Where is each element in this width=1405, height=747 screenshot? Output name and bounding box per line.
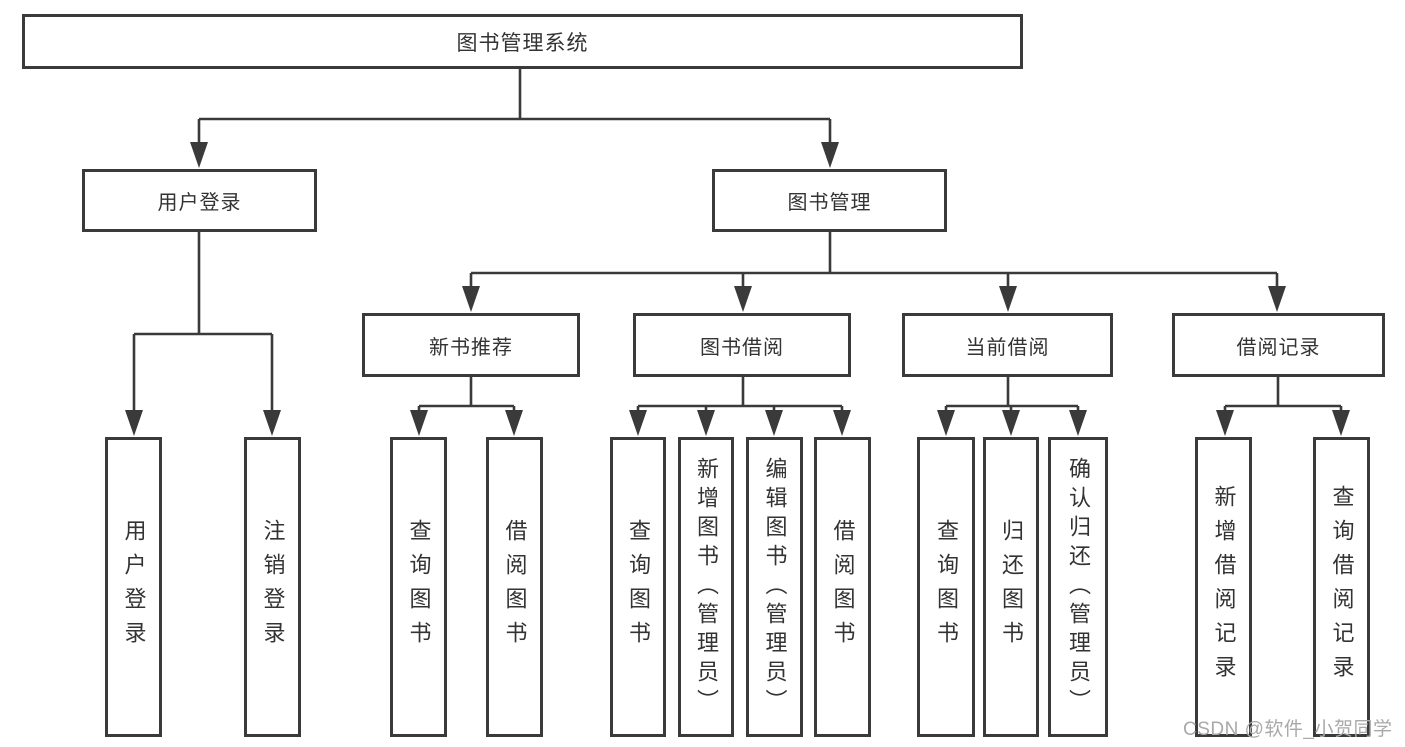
leaf-add-borrow-record: 新增借阅记录: [1195, 437, 1252, 737]
leaf-edit-book-admin: 编辑图书（管理员）: [746, 437, 803, 737]
leaf-label: 用户登录: [121, 519, 147, 655]
csdn-watermark: CSDN @软件_小贺同学: [1183, 719, 1393, 740]
node-current-borrowing: 当前借阅: [902, 313, 1113, 377]
leaf-label: 查询图书: [934, 519, 959, 655]
leaf-label: 确认归还（管理员）: [1066, 456, 1091, 718]
leaf-query-borrow-record: 查询借阅记录: [1313, 437, 1370, 737]
leaf-query-book: 查询图书: [610, 437, 666, 737]
node-label: 新书推荐: [429, 336, 513, 359]
leaf-label: 注销登录: [260, 519, 286, 655]
leaf-label: 归还图书: [999, 519, 1024, 655]
leaf-confirm-return-admin: 确认归还（管理员）: [1048, 437, 1108, 737]
leaf-label: 查询图书: [626, 519, 651, 655]
leaf-borrow-book: 借阅图书: [814, 437, 871, 737]
node-borrowing-records: 借阅记录: [1172, 313, 1385, 377]
node-label: 当前借阅: [965, 336, 1050, 359]
node-label: 图书借阅: [700, 336, 784, 359]
node-label: 图书管理系统: [456, 31, 589, 55]
leaf-label: 查询图书: [406, 519, 432, 655]
node-root-system: 图书管理系统: [22, 14, 1023, 69]
leaf-label: 借阅图书: [830, 519, 856, 655]
leaf-return-book: 归还图书: [983, 437, 1039, 737]
node-book-management: 图书管理: [712, 169, 947, 232]
node-book-borrowing: 图书借阅: [633, 313, 851, 377]
node-label: 图书管理: [787, 192, 872, 214]
node-new-book-recommendation: 新书推荐: [362, 313, 580, 377]
leaf-label: 新增借阅记录: [1211, 485, 1237, 689]
leaf-user-login: 用户登录: [105, 437, 162, 737]
leaf-label: 新增图书（管理员）: [694, 456, 719, 718]
leaf-query-book: 查询图书: [390, 437, 447, 737]
node-label: 用户登录: [157, 192, 242, 214]
leaf-label: 借阅图书: [502, 519, 528, 655]
leaf-add-book-admin: 新增图书（管理员）: [678, 437, 734, 737]
leaf-borrow-book: 借阅图书: [486, 437, 543, 737]
node-label: 借阅记录: [1236, 336, 1321, 359]
leaf-label: 查询借阅记录: [1329, 485, 1355, 689]
leaf-logout: 注销登录: [244, 437, 301, 737]
node-user-login: 用户登录: [82, 169, 317, 232]
leaf-label: 编辑图书（管理员）: [762, 456, 788, 718]
leaf-query-book: 查询图书: [917, 437, 975, 737]
